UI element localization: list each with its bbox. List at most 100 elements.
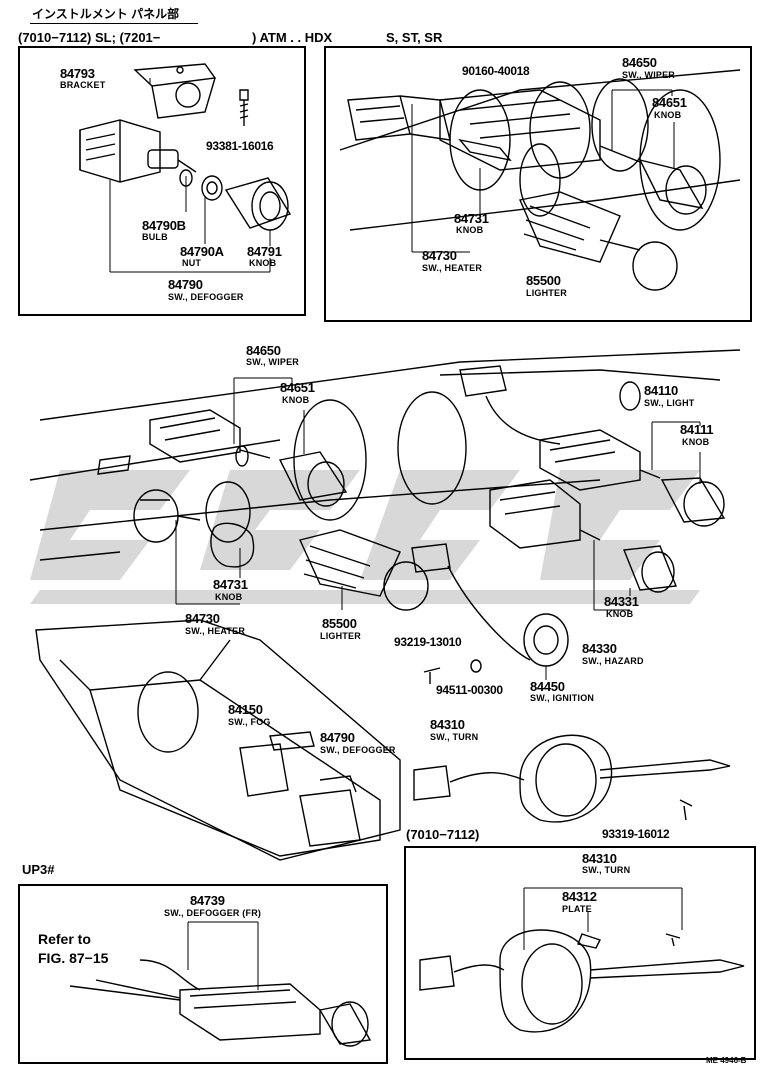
turn-sw-lr-part-name: SW., TURN: [582, 865, 631, 875]
wiper-ur-part-name: SW., WIPER: [622, 70, 676, 80]
reference-line-1: Refer to: [38, 931, 91, 947]
reference-line-2: FIG. 87−15: [38, 950, 109, 966]
wiper-knob-part-name: KNOB: [282, 395, 310, 405]
screw-93319-part-number: 93319-16012: [602, 827, 670, 841]
nut-94511-part-number: 94511-00300: [436, 683, 503, 697]
lighter-drawing: [300, 530, 428, 610]
defogger-switch-drawing: [80, 120, 196, 186]
light-knob-part-name: KNOB: [682, 437, 710, 447]
wiper-knob-ur-part-number: 84651: [652, 95, 687, 110]
header-underline: [30, 23, 198, 24]
heater-switch-drawing: [134, 490, 254, 567]
lighter-ur-part-number: 85500: [526, 273, 561, 288]
wiper-switch-drawing-ur: [440, 90, 640, 170]
wiper-knob-drawing-ur: [640, 160, 706, 214]
nut-ul-part-name: NUT: [182, 258, 202, 268]
heater-sw-ur-part-name: SW., HEATER: [422, 263, 483, 273]
figure-code: ME 4946-B: [706, 1056, 747, 1065]
heater-switch-drawing-ur: [348, 96, 510, 160]
ul-leaders: [110, 78, 270, 272]
fog-switch-drawing: [240, 732, 314, 796]
main-leaders: [176, 378, 700, 680]
screw-ul-part-number: 93381-16016: [206, 139, 274, 153]
ur-leaders: [412, 90, 674, 252]
defogger-sw-part-number: 84790: [168, 277, 203, 292]
defogger-knob-drawing: [226, 178, 290, 230]
heater-knob-part-number: 84731: [213, 577, 248, 592]
ll-leaders: [188, 922, 258, 990]
lighter-drawing-ur: [520, 192, 677, 290]
defogger-fr-drawing: [70, 960, 370, 1046]
bracket-drawing: [135, 64, 215, 118]
defogger-main-part-number: 84790: [320, 730, 355, 745]
light-sw-part-name: SW., LIGHT: [644, 398, 695, 408]
bulb-part-name: BULB: [142, 232, 168, 242]
ignition-part-number: 84450: [530, 679, 565, 694]
ignition-drawing: [524, 614, 568, 666]
wiper-part-name: SW., WIPER: [246, 357, 300, 367]
heater-sw-ur-part-number: 84730: [422, 248, 457, 263]
hazard-switch-drawing: [412, 480, 600, 660]
header-line2-a: (7010−7112) SL; (7201−: [18, 30, 161, 45]
screw-ur-part-number: 90160-40018: [462, 64, 530, 78]
light-sw-part-number: 84110: [644, 383, 678, 398]
lighter-ur-part-name: LIGHTER: [526, 288, 567, 298]
watermark-logo: [30, 470, 700, 604]
plate-part-name: PLATE: [562, 904, 592, 914]
instrument-panel-drawing: [30, 350, 740, 560]
lighter-part-name: LIGHTER: [320, 631, 361, 641]
upper-right-panel-drawing: [340, 70, 740, 230]
bracket-part-number: 84793: [60, 66, 95, 81]
screw-93219-part-number: 93219-13010: [394, 635, 462, 649]
screw-drawing-main: [424, 660, 692, 820]
console-drawing: [36, 620, 400, 860]
defogger-switch-drawing-main: [300, 776, 360, 846]
defogger-fr-part-number: 84739: [190, 893, 225, 908]
wiper-part-number: 84650: [246, 343, 281, 358]
screw-drawing-ul: [240, 90, 248, 126]
fog-sw-part-name: SW., FOG: [228, 717, 271, 727]
heater-knob-ur-part-name: KNOB: [456, 225, 484, 235]
wiper-knob-ur-part-name: KNOB: [654, 110, 682, 120]
nut-ul-part-number: 84790A: [180, 244, 224, 259]
lighter-part-number: 85500: [322, 616, 357, 631]
hazard-knob-part-name: KNOB: [606, 609, 634, 619]
defogger-sw-part-name: SW., DEFOGGER: [168, 292, 244, 302]
upper-right-panel: [324, 46, 752, 322]
upper-left-panel: [18, 46, 306, 316]
wiper-knob-part-number: 84651: [280, 380, 315, 395]
turn-sw-part-number: 84310: [430, 717, 465, 732]
hazard-knob-drawing: [624, 546, 676, 592]
heater-sw-part-number: 84730: [185, 611, 220, 626]
defogger-main-part-name: SW., DEFOGGER: [320, 745, 396, 755]
lower-left-title: UP3#: [22, 862, 55, 877]
header-line2-c: S, ST, SR: [386, 30, 443, 45]
plate-part-number: 84312: [562, 889, 597, 904]
header-jp-title: インストルメント パネル部: [32, 7, 180, 21]
lr-leaders: [524, 888, 682, 950]
heater-knob-part-name: KNOB: [215, 592, 243, 602]
defogger-fr-part-name: SW., DEFOGGER (FR): [164, 908, 262, 918]
fog-sw-part-number: 84150: [228, 702, 263, 717]
heater-sw-part-name: SW., HEATER: [185, 626, 246, 636]
light-switch-drawing: [460, 366, 660, 490]
hazard-sw-part-name: SW., HAZARD: [582, 656, 644, 666]
defogger-knob-part-number: 84791: [247, 244, 282, 259]
lower-right-panel: [404, 846, 756, 1060]
light-knob-part-number: 84111: [680, 422, 714, 437]
light-knob-drawing: [662, 478, 724, 526]
bracket-part-name: BRACKET: [60, 80, 106, 90]
nut-drawing-ul: [202, 176, 222, 200]
heater-knob-ur-part-number: 84731: [454, 211, 489, 226]
header-line2-b: ) ATM . . HDX: [252, 30, 333, 45]
defogger-knob-part-name: KNOB: [249, 258, 277, 268]
lower-left-panel: [18, 884, 388, 1064]
turn-sw-part-name: SW., TURN: [430, 732, 479, 742]
turn-sw-lr-part-number: 84310: [582, 851, 617, 866]
lower-right-title: (7010−7112): [406, 827, 480, 842]
turn-switch-drawing-lr: [420, 930, 744, 1032]
bulb-part-number: 84790B: [142, 218, 186, 233]
hazard-knob-part-number: 84331: [604, 594, 639, 609]
wiper-switch-drawing: [150, 410, 270, 466]
